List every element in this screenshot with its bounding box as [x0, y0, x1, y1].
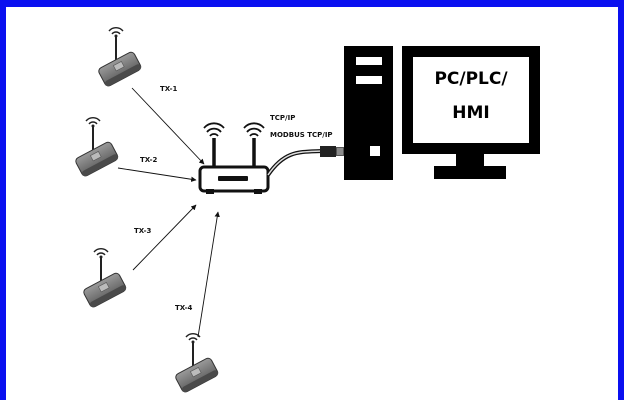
transmitter-tx2	[73, 116, 121, 179]
protocol-label-modbus: MODBUS TCP/IP	[270, 131, 333, 139]
tx4-label: TX-4	[175, 304, 193, 312]
monitor-text-line-1: PC/PLC/	[434, 69, 508, 89]
monitor-text-line-2: HMI	[452, 103, 489, 123]
wireless-transmitter-icon	[173, 332, 221, 395]
transmitter-tx1	[96, 26, 144, 89]
link-tx1	[131, 87, 205, 165]
desktop-computer-icon: PC/PLC/ HMI	[344, 46, 540, 180]
transmitter-tx3	[81, 247, 129, 310]
tx2-label: TX-2	[140, 156, 158, 164]
link-tx3	[132, 204, 197, 271]
wireless-transmitter-icon	[73, 116, 121, 179]
computer-monitor: PC/PLC/ HMI	[402, 46, 540, 179]
wireless-transmitter-icon	[96, 26, 144, 89]
link-tx2	[117, 167, 197, 182]
link-tx4	[197, 211, 220, 338]
protocol-label-tcpip: TCP/IP	[270, 114, 295, 122]
wifi-signal-icon	[203, 122, 265, 137]
ethernet-cable-icon	[266, 146, 344, 177]
router-icon	[198, 122, 270, 194]
tx1-label: TX-1	[160, 85, 178, 93]
tx3-label: TX-3	[134, 227, 152, 235]
computer-tower	[344, 46, 393, 180]
router	[198, 122, 270, 194]
wireless-transmitter-icon	[81, 247, 129, 310]
transmitter-tx4	[173, 332, 221, 395]
